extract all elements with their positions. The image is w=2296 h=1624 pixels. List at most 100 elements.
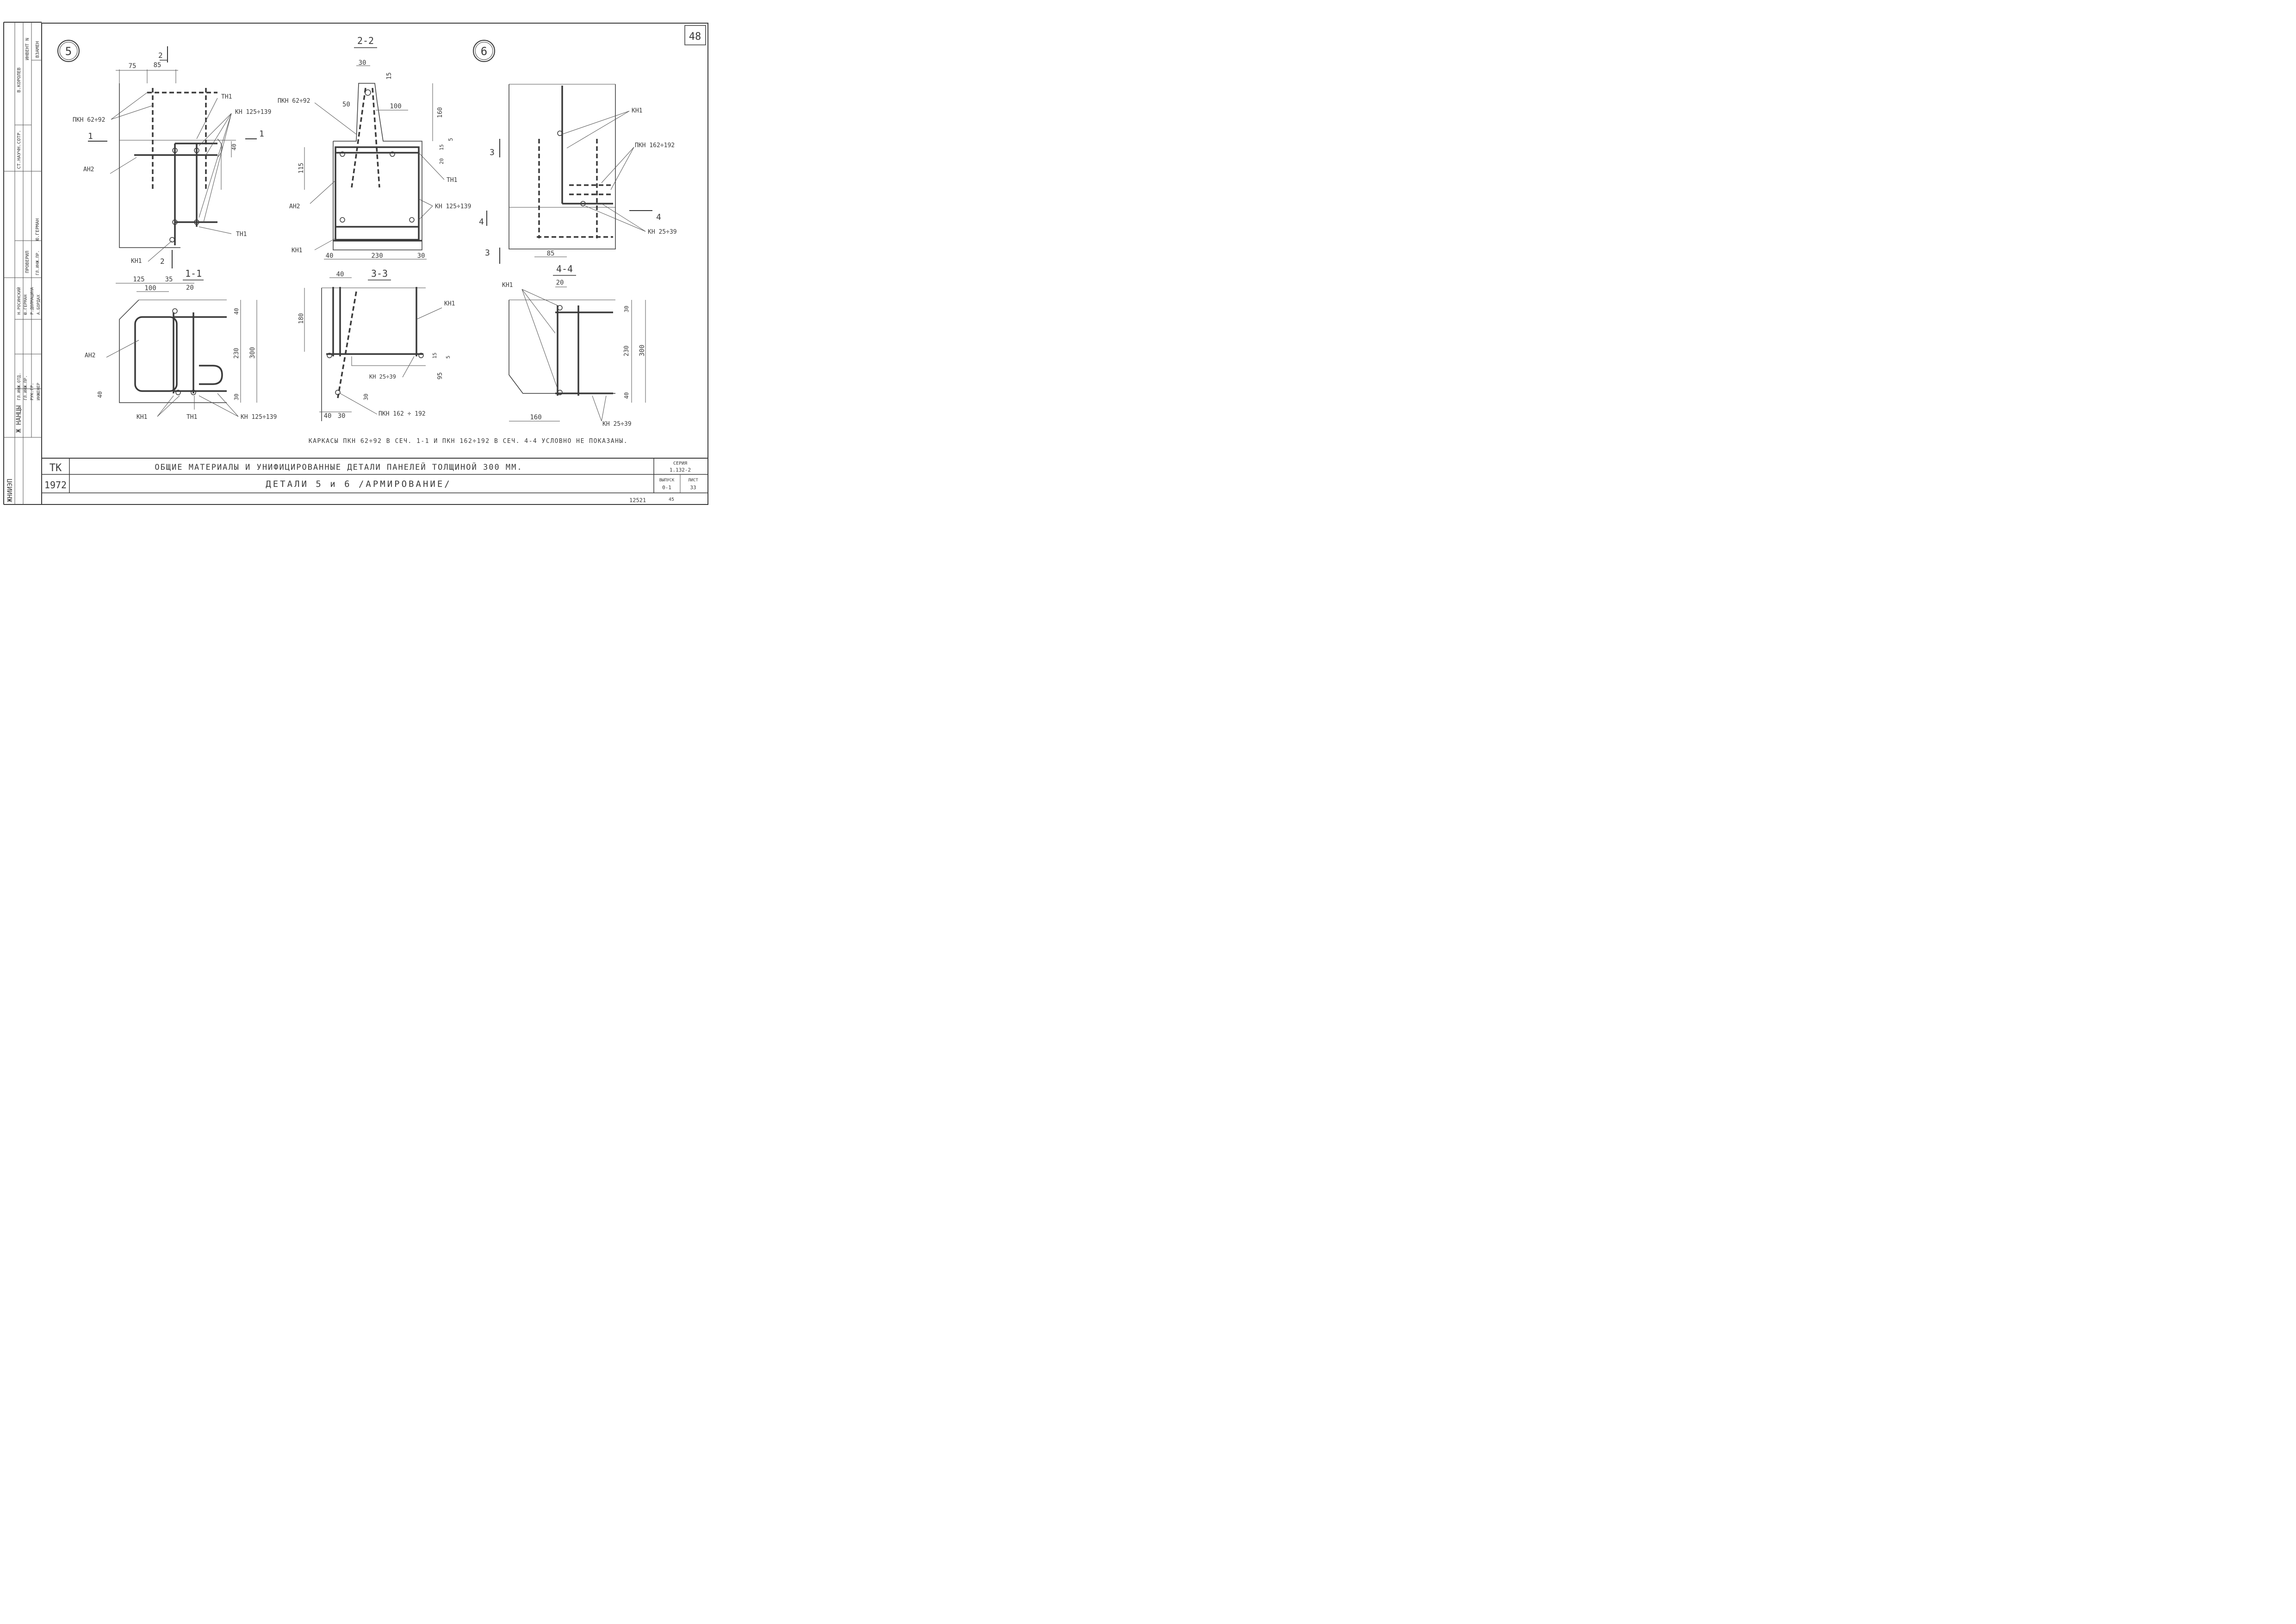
detail-5-number: 5 bbox=[65, 45, 72, 58]
tb-list-label: ЛИСТ bbox=[688, 478, 698, 483]
label-kn1-d5: КН1 bbox=[131, 258, 142, 265]
sidebar-name4: А.БОРДАХ bbox=[37, 294, 41, 315]
label-kn125-d5: КН 125÷139 bbox=[235, 109, 271, 116]
archive-stamp: 12521 bbox=[629, 497, 646, 504]
dim-30-44: 30 bbox=[623, 306, 630, 312]
marker-4-right: 4 bbox=[656, 212, 661, 222]
dim-5-33: 5 bbox=[445, 355, 451, 359]
sidebar-city: Ж НАНЦЫ bbox=[15, 405, 23, 433]
marker-1-right: 1 bbox=[259, 129, 264, 139]
tb-title1: ОБЩИЕ МАТЕРИАЛЫ И УНИФИЦИРОВАННЫЕ ДЕТАЛИ… bbox=[155, 462, 522, 472]
sheet-number: 48 bbox=[689, 31, 701, 43]
dim-230-11: 230 bbox=[233, 348, 240, 359]
label-kn1-44: КН1 bbox=[502, 282, 513, 289]
detail-5: 5 75 85 2 2 1 1 bbox=[57, 40, 271, 268]
label-an2-d5: АН2 bbox=[83, 166, 94, 173]
tb-title2: ДЕТАЛИ 5 и 6 /АРМИРОВАНИЕ/ bbox=[266, 479, 451, 489]
dim-20-11: 20 bbox=[186, 284, 194, 292]
dim-40a-11: 40 bbox=[233, 308, 240, 315]
dim-40b-33: 40 bbox=[324, 412, 332, 420]
dim-300-44: 300 bbox=[639, 345, 646, 356]
sidebar-role2: ГЛ.ИНЖ.ПР. bbox=[24, 375, 28, 400]
sidebar-check-label: ПРОВЕРИЛ bbox=[25, 251, 30, 273]
label-tn1-d5-bot: ТН1 bbox=[236, 231, 247, 238]
dim-85: 85 bbox=[154, 62, 161, 69]
section-1-1-title: 1-1 bbox=[185, 268, 202, 279]
dim-95-33: 95 bbox=[437, 372, 444, 380]
sidebar-org: ЖНИИЭП bbox=[6, 479, 14, 502]
dim-115-22: 115 bbox=[298, 163, 305, 174]
tb-vypusk-label: ВЫПУСК bbox=[659, 478, 675, 483]
sidebar-role1: ГЛ.ИНЖ.ОТД. bbox=[17, 373, 22, 400]
drawing-sheet: ЖНИИЭП Ж НАНЦЫ ИНВЕНТ N ВЗАМЕН СТ.НАУЧН.… bbox=[3, 22, 708, 505]
sheet-number-box bbox=[684, 25, 706, 45]
sidebar-role4: ИНЖЕНЕР bbox=[37, 382, 41, 400]
marker-2-bottom: 2 bbox=[160, 257, 165, 266]
dim-15b-22: 15 bbox=[439, 144, 445, 150]
section-1-1: 1-1 125 35 20 100 40 230 30 300 40 АН2 К… bbox=[85, 268, 277, 421]
sidebar-name3: Р.ДОЛМАЦИНА bbox=[30, 287, 35, 315]
label-kn1-22: КН1 bbox=[292, 247, 302, 254]
dim-125-11: 125 bbox=[133, 276, 144, 283]
section-3-3-title: 3-3 bbox=[371, 268, 388, 279]
dim-100-22: 100 bbox=[390, 103, 401, 110]
label-pkn62-d5: ПКН 62÷92 bbox=[73, 117, 105, 124]
dim-40-33: 40 bbox=[336, 271, 344, 278]
sidebar: ЖНИИЭП Ж НАНЦЫ ИНВЕНТ N ВЗАМЕН СТ.НАУЧН.… bbox=[4, 22, 42, 504]
dim-15-22: 15 bbox=[386, 72, 393, 80]
sidebar-check-name: Ю.ГЕРМАН bbox=[35, 218, 40, 241]
dim-50-22: 50 bbox=[342, 101, 350, 108]
label-pkn162-d6: ПКН 162÷192 bbox=[635, 142, 675, 149]
sidebar-name2: Ю.ГЕРМАН bbox=[24, 295, 28, 315]
dim-35-11: 35 bbox=[165, 276, 173, 283]
marker-3-top: 3 bbox=[490, 148, 495, 157]
dim-40-22: 40 bbox=[326, 252, 334, 260]
dim-5-22: 5 bbox=[447, 138, 454, 141]
sidebar-name1: Н.РОСИНСКИЙ bbox=[16, 287, 22, 315]
tb-code: ТК bbox=[50, 462, 62, 474]
label-kn1-33: КН1 bbox=[444, 300, 455, 307]
label-kn25-d6: КН 25÷39 bbox=[648, 229, 677, 236]
dim-40b-11: 40 bbox=[97, 392, 103, 398]
marker-4-left: 4 bbox=[479, 217, 484, 227]
section-3-3: 3-3 40 180 15 5 95 30 40 30 КН1 КН 25÷39… bbox=[298, 268, 455, 421]
marker-2-top: 2 bbox=[158, 51, 163, 60]
dim-100-11: 100 bbox=[144, 285, 156, 292]
label-tn1-d5-top: ТН1 bbox=[221, 93, 232, 100]
dim-40-44: 40 bbox=[623, 392, 630, 399]
sidebar-sci-name: В.КОРОЛЕВ bbox=[17, 68, 22, 93]
label-an2-22: АН2 bbox=[289, 203, 300, 210]
archive-stamp-2: 45 bbox=[669, 497, 674, 502]
dim-160-22: 160 bbox=[437, 107, 444, 118]
dim-75: 75 bbox=[129, 62, 137, 70]
dim-30-top-22: 30 bbox=[359, 59, 366, 67]
label-kn1-d6: КН1 bbox=[632, 107, 642, 114]
dim-20-44: 20 bbox=[556, 279, 564, 286]
label-pkn162-33: ПКН 162 ÷ 192 bbox=[379, 411, 426, 417]
label-kn1-11: КН1 bbox=[137, 414, 147, 421]
tb-seria-label: СЕРИЯ bbox=[673, 461, 687, 466]
label-an2-11: АН2 bbox=[85, 352, 95, 359]
section-4-4-title: 4-4 bbox=[556, 263, 573, 274]
sidebar-check-role: ГЛ.ИНЖ.ПР. bbox=[36, 250, 40, 275]
label-kn25-44: КН 25÷39 bbox=[602, 421, 632, 428]
label-kn125-22: КН 125÷139 bbox=[435, 203, 471, 210]
dim-180-33: 180 bbox=[298, 313, 305, 324]
tb-list-value: 33 bbox=[690, 485, 696, 491]
detail-6-number: 6 bbox=[481, 45, 487, 58]
label-kn25-33: КН 25÷39 bbox=[369, 373, 396, 380]
sidebar-inv-label: ИНВЕНТ N bbox=[25, 38, 30, 60]
tb-vypusk-value: 0-1 bbox=[662, 485, 671, 491]
section-2-2: 2-2 30 15 50 100 160 5 15 20 115 40 230 … bbox=[278, 35, 471, 260]
dim-230-44: 230 bbox=[623, 346, 630, 356]
title-block: ТК 1972 ОБЩИЕ МАТЕРИАЛЫ И УНИФИЦИРОВАННЫ… bbox=[42, 458, 708, 493]
sheet-frame bbox=[41, 23, 708, 505]
dim-30-11: 30 bbox=[233, 394, 240, 400]
dim-15-33: 15 bbox=[432, 353, 438, 359]
dim-160-44: 160 bbox=[530, 414, 541, 421]
dim-300-11: 300 bbox=[249, 347, 256, 359]
detail-6: 6 85 3 3 4 4 КН1 ПКН 162÷192 КН 25÷39 bbox=[473, 40, 677, 264]
drawing-note: КАРКАСЫ ПКН 62÷92 В СЕЧ. 1-1 И ПКН 162÷1… bbox=[309, 438, 628, 445]
tb-year: 1972 bbox=[44, 479, 67, 491]
marker-1-left: 1 bbox=[88, 131, 93, 141]
